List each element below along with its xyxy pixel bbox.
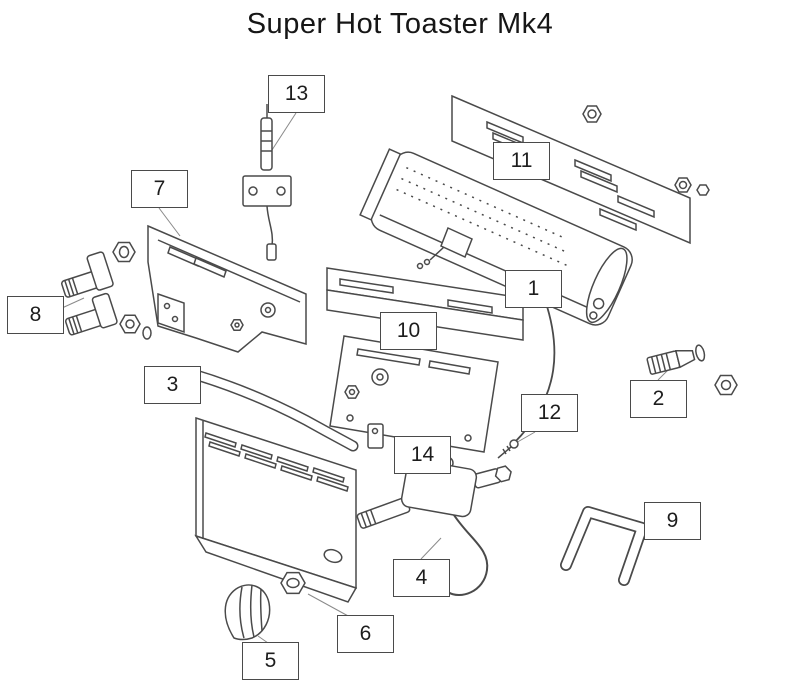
part-elbow-fittings [61,241,152,340]
part-gas-valve [356,456,512,597]
part-rear-panel [451,94,691,245]
callout-9: 9 [644,502,701,540]
part-burner-tube [359,148,633,326]
callout-13: 13 [268,75,325,113]
part-injector-fittings [646,344,738,396]
callout-4: 4 [393,559,450,597]
callout-14: 14 [394,436,451,474]
part-grommet-nut [280,571,306,595]
callout-12: 12 [521,394,578,432]
callout-3: 3 [144,366,201,404]
callout-5: 5 [242,642,299,680]
part-spark-electrode [242,104,292,261]
part-front-panel [194,416,358,603]
callout-8: 8 [7,296,64,334]
callout-7: 7 [131,170,188,208]
part-valve-mounting-plate [329,335,499,453]
diagram-title: Super Hot Toaster Mk4 [246,8,554,40]
part-screw [497,439,519,459]
callout-1: 1 [505,270,562,308]
callout-6: 6 [337,615,394,653]
callout-2: 2 [630,380,687,418]
part-mounting-bracket [147,224,307,353]
callout-10: 10 [380,312,437,350]
part-manifold-pipe [187,368,359,452]
callout-11: 11 [493,142,550,180]
panel-hex-nuts [582,105,710,196]
part-handle-tube [560,506,648,586]
part-control-knob [224,584,271,641]
